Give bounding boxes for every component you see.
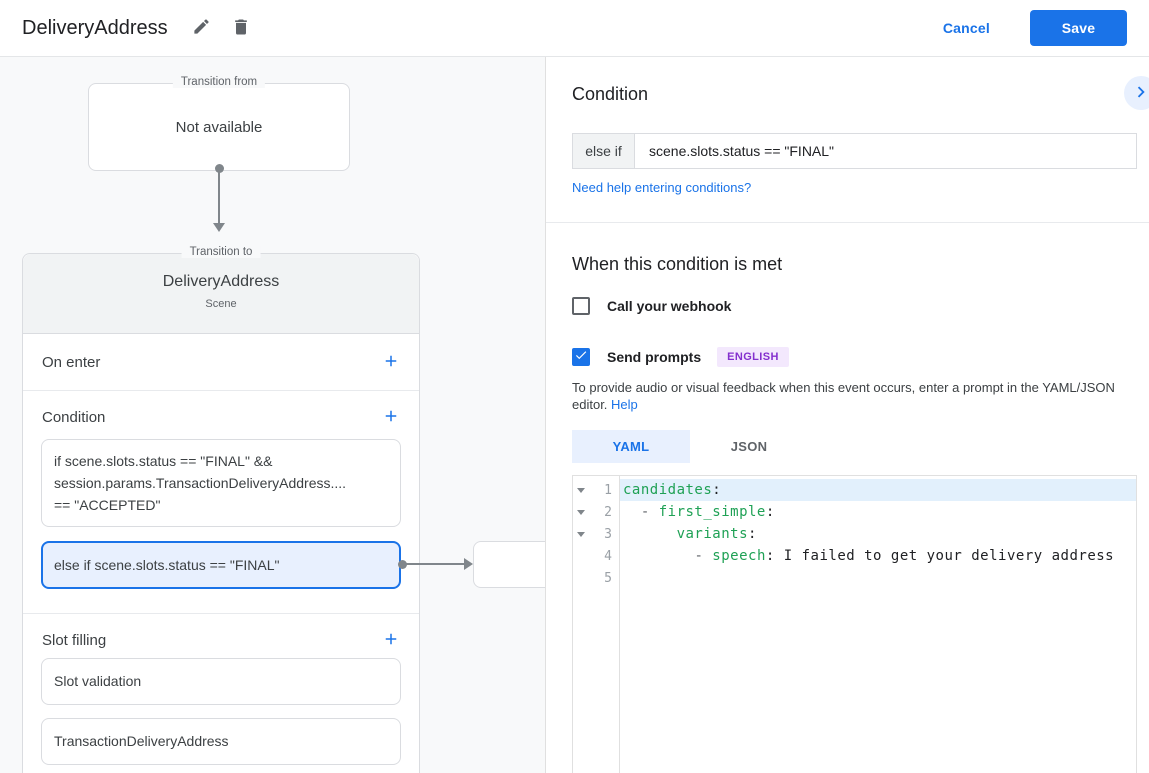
slot-filling-section: Slot filling Slot validation Transaction… — [23, 614, 419, 765]
webhook-row: Call your webhook — [572, 297, 731, 315]
send-prompts-row: Send prompts ENGLISH — [572, 347, 789, 367]
line-number: 5 — [604, 570, 612, 586]
code-token-plain — [623, 526, 677, 542]
tab-json[interactable]: JSON — [730, 439, 768, 454]
else-if-label: else if — [573, 134, 635, 168]
condition-line: session.params.TransactionDeliveryAddres… — [54, 475, 347, 491]
line-number: 1 — [604, 482, 612, 498]
on-enter-label: On enter — [42, 353, 101, 371]
arrow-down-icon — [213, 223, 225, 232]
code-token-dash: - — [694, 548, 713, 564]
top-bar: DeliveryAddress Cancel Save — [0, 0, 1149, 57]
transition-from-legend: Transition from — [172, 76, 266, 88]
code-token-plain: I failed to get your delivery address — [774, 548, 1115, 564]
slot-card-validation[interactable]: Slot validation — [41, 658, 401, 705]
call-webhook-label: Call your webhook — [607, 298, 732, 314]
scene-card-header[interactable]: DeliveryAddress Scene — [23, 254, 419, 334]
code-token-dash: - — [640, 504, 659, 520]
condition-section: Condition if scene.slots.status == "FINA… — [23, 391, 419, 614]
connector-dot — [398, 560, 407, 569]
transition-from-content: Not available — [175, 118, 263, 136]
on-enter-section: On enter — [23, 334, 419, 391]
transition-target-box[interactable] — [473, 541, 545, 588]
condition-expression-input[interactable] — [635, 134, 1136, 168]
code-line[interactable]: - first_simple: — [620, 501, 1136, 523]
language-badge: ENGLISH — [717, 347, 789, 367]
plus-icon — [382, 352, 400, 373]
plus-icon — [382, 630, 400, 651]
scene-card-title: DeliveryAddress — [162, 273, 280, 290]
trash-icon — [231, 17, 251, 40]
slot-card-transaction-delivery-address[interactable]: TransactionDeliveryAddress — [41, 718, 401, 765]
pencil-icon — [192, 17, 211, 39]
slot-filling-label: Slot filling — [42, 631, 107, 649]
code-token-key: candidates — [623, 482, 713, 498]
condition-card-elseif-selected[interactable]: else if scene.slots.status == "FINAL" — [41, 541, 401, 589]
conditions-help-link[interactable]: Need help entering conditions? — [572, 180, 752, 195]
connector-dot — [215, 164, 224, 173]
tab-yaml[interactable]: YAML — [572, 430, 690, 463]
send-prompts-checkbox[interactable] — [572, 348, 590, 366]
condition-section-label: Condition — [42, 408, 106, 426]
code-line[interactable]: candidates: — [620, 479, 1136, 501]
line-number: 4 — [604, 548, 612, 564]
scene-diagram-canvas: Transition from Not available Transition… — [0, 57, 546, 773]
code-token-plain: : — [748, 526, 757, 542]
collapse-panel-button[interactable] — [1124, 76, 1149, 110]
connector-line-horizontal — [403, 563, 465, 565]
code-line[interactable] — [620, 567, 1136, 589]
fold-arrow-icon[interactable] — [573, 509, 589, 515]
checkmark-icon — [574, 348, 588, 367]
code-token-key: speech — [712, 548, 766, 564]
add-condition-button[interactable] — [382, 407, 400, 428]
add-on-enter-button[interactable] — [382, 352, 400, 373]
save-button[interactable]: Save — [1030, 10, 1127, 46]
code-token-key: variants — [676, 526, 749, 542]
prompt-description-text: To provide audio or visual feedback when… — [572, 380, 1115, 412]
cancel-button[interactable]: Cancel — [942, 20, 990, 36]
condition-line: == "ACCEPTED" — [54, 497, 161, 513]
code-token-plain — [623, 504, 641, 520]
plus-icon — [382, 407, 400, 428]
add-slot-button[interactable] — [382, 630, 400, 651]
send-prompts-label: Send prompts — [607, 349, 702, 365]
fold-arrow-icon[interactable] — [573, 487, 589, 493]
prompt-help-link[interactable]: Help — [611, 397, 638, 412]
call-webhook-checkbox[interactable] — [572, 297, 590, 315]
code-token-plain: : — [765, 504, 775, 520]
code-line[interactable]: variants: — [620, 523, 1136, 545]
condition-detail-panel: Condition else if Need help entering con… — [546, 57, 1149, 773]
code-token-plain: : — [712, 482, 722, 498]
editor-code-area[interactable]: candidates: - first_simple: variants: - … — [620, 476, 1136, 773]
panel-heading: Condition — [572, 84, 649, 104]
condition-expression-row: else if — [572, 133, 1137, 169]
line-number: 3 — [604, 526, 612, 542]
code-token-plain: : — [765, 548, 775, 564]
arrow-right-icon — [464, 558, 473, 570]
editor-gutter: 1 2 3 4 5 — [573, 476, 620, 773]
code-token-plain — [623, 548, 694, 564]
editor-tabs: YAML JSON — [572, 430, 808, 463]
transition-to-card: Transition to DeliveryAddress Scene On e… — [22, 246, 420, 773]
edit-scene-button[interactable] — [188, 13, 215, 43]
yaml-code-editor[interactable]: 1 2 3 4 5 candidates: - first_simple: varian… — [572, 475, 1137, 773]
when-condition-met-heading: When this condition is met — [572, 254, 783, 274]
delete-scene-button[interactable] — [227, 13, 255, 44]
scene-title: DeliveryAddress — [22, 16, 168, 39]
condition-line: if scene.slots.status == "FINAL" && — [54, 453, 273, 469]
line-number: 2 — [604, 504, 612, 520]
fold-arrow-icon[interactable] — [573, 531, 589, 537]
code-token-key: first_simple — [658, 504, 766, 520]
transition-from-box[interactable]: Transition from Not available — [88, 76, 350, 171]
code-line[interactable]: - speech: I failed to get your delivery … — [620, 545, 1136, 567]
divider — [546, 222, 1149, 223]
condition-card-if[interactable]: if scene.slots.status == "FINAL" && sess… — [41, 439, 401, 527]
transition-to-legend: Transition to — [181, 246, 261, 258]
connector-line-vertical — [218, 169, 220, 223]
prompt-description: To provide audio or visual feedback when… — [572, 379, 1134, 413]
chevron-right-icon — [1130, 81, 1149, 106]
scene-card-subtitle: Scene — [205, 298, 237, 310]
